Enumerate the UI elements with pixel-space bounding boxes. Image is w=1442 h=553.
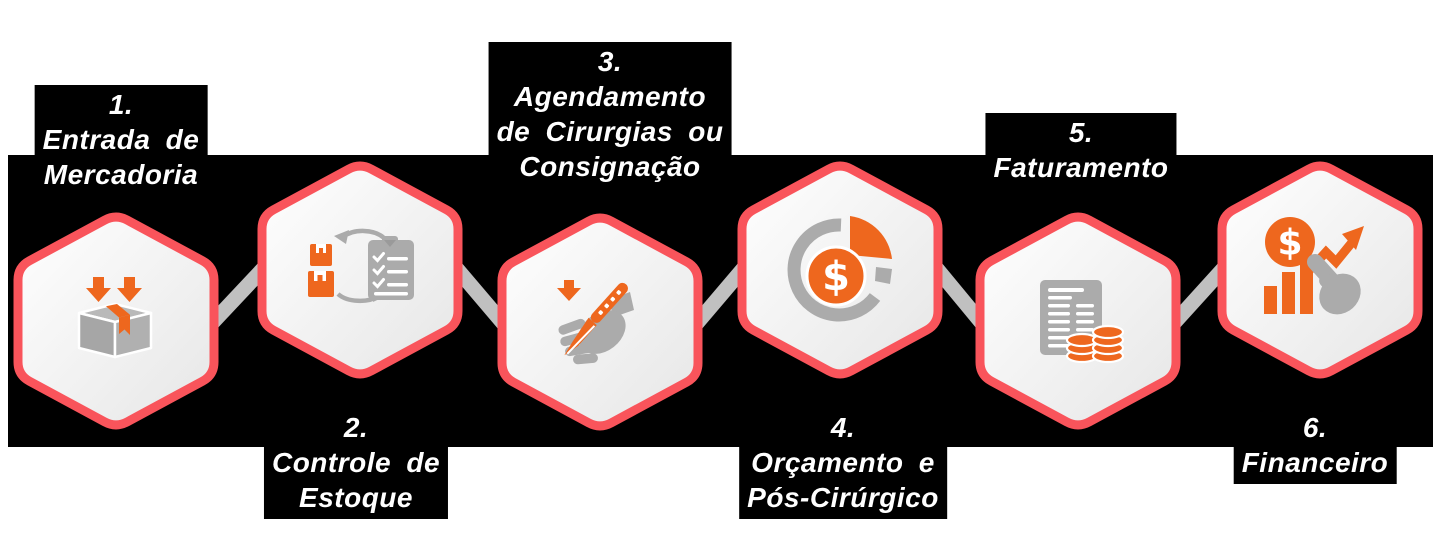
step-name: Financeiro — [1241, 447, 1389, 478]
dollar-sign: $ — [1277, 223, 1302, 264]
step-5-label: 5. Faturamento — [985, 113, 1177, 189]
step-name: Controle de Estoque — [271, 447, 441, 513]
step-1-label: 1. Entrada de Mercadoria — [34, 85, 208, 196]
step-4-label: 4. Orçamento e Pós-Cirúrgico — [739, 408, 947, 519]
step-number: 5. — [1068, 117, 1094, 148]
finance-growth-icon: $ — [1264, 217, 1364, 315]
step-1-hexagon — [13, 212, 219, 430]
step-number: 3. — [597, 46, 623, 77]
step-4-hexagon: $ — [737, 161, 943, 379]
step-6-label: 6. Financeiro — [1233, 408, 1397, 484]
budget-pie-icon: $ — [787, 216, 892, 322]
step-name: Orçamento e Pós-Cirúrgico — [747, 447, 939, 513]
step-2-hexagon — [257, 161, 463, 379]
step-number: 4. — [830, 412, 856, 443]
step-2-label: 2. Controle de Estoque — [263, 408, 449, 519]
step-3-hexagon — [497, 213, 703, 431]
invoice-coins-icon — [1040, 280, 1125, 364]
inventory-check-icon — [308, 228, 414, 304]
step-5-hexagon — [975, 212, 1181, 430]
hexagon-shape — [257, 161, 463, 379]
step-3-label: 3. Agendamento de Cirurgias ou Consignaç… — [488, 42, 732, 188]
step-name: Faturamento — [993, 152, 1169, 183]
step-name: Entrada de Mercadoria — [42, 124, 200, 190]
step-number: 1. — [108, 89, 134, 120]
step-number: 6. — [1302, 412, 1328, 443]
dollar-sign: $ — [822, 254, 850, 300]
step-name: Agendamento de Cirurgias ou Consignação — [496, 81, 724, 182]
step-number: 2. — [343, 412, 369, 443]
step-6-hexagon: $ — [1217, 161, 1423, 379]
box-receive-icon — [77, 277, 153, 359]
surgery-schedule-icon — [557, 280, 634, 365]
